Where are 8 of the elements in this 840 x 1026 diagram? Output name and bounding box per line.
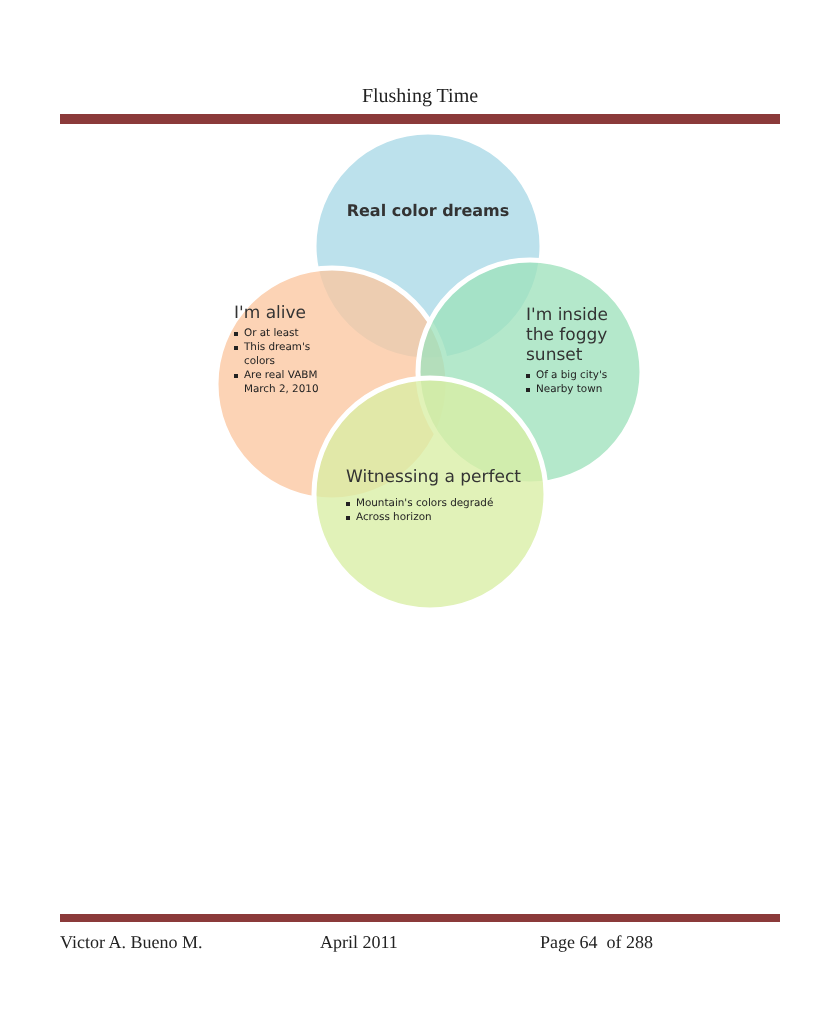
footer-text: April 2011 [320,932,398,952]
circle-heading: I'm alive [234,304,309,325]
footer-text: Victor A. Bueno M. [60,932,203,952]
circle-heading: Witnessing a perfect [346,468,523,489]
page-title: Flushing Time [359,86,481,108]
circle-heading: I'm inside the foggy sunset [526,306,610,368]
footer-text: Page 64 of 288 [540,932,653,952]
circle-heading: Real color dreams [344,202,512,222]
